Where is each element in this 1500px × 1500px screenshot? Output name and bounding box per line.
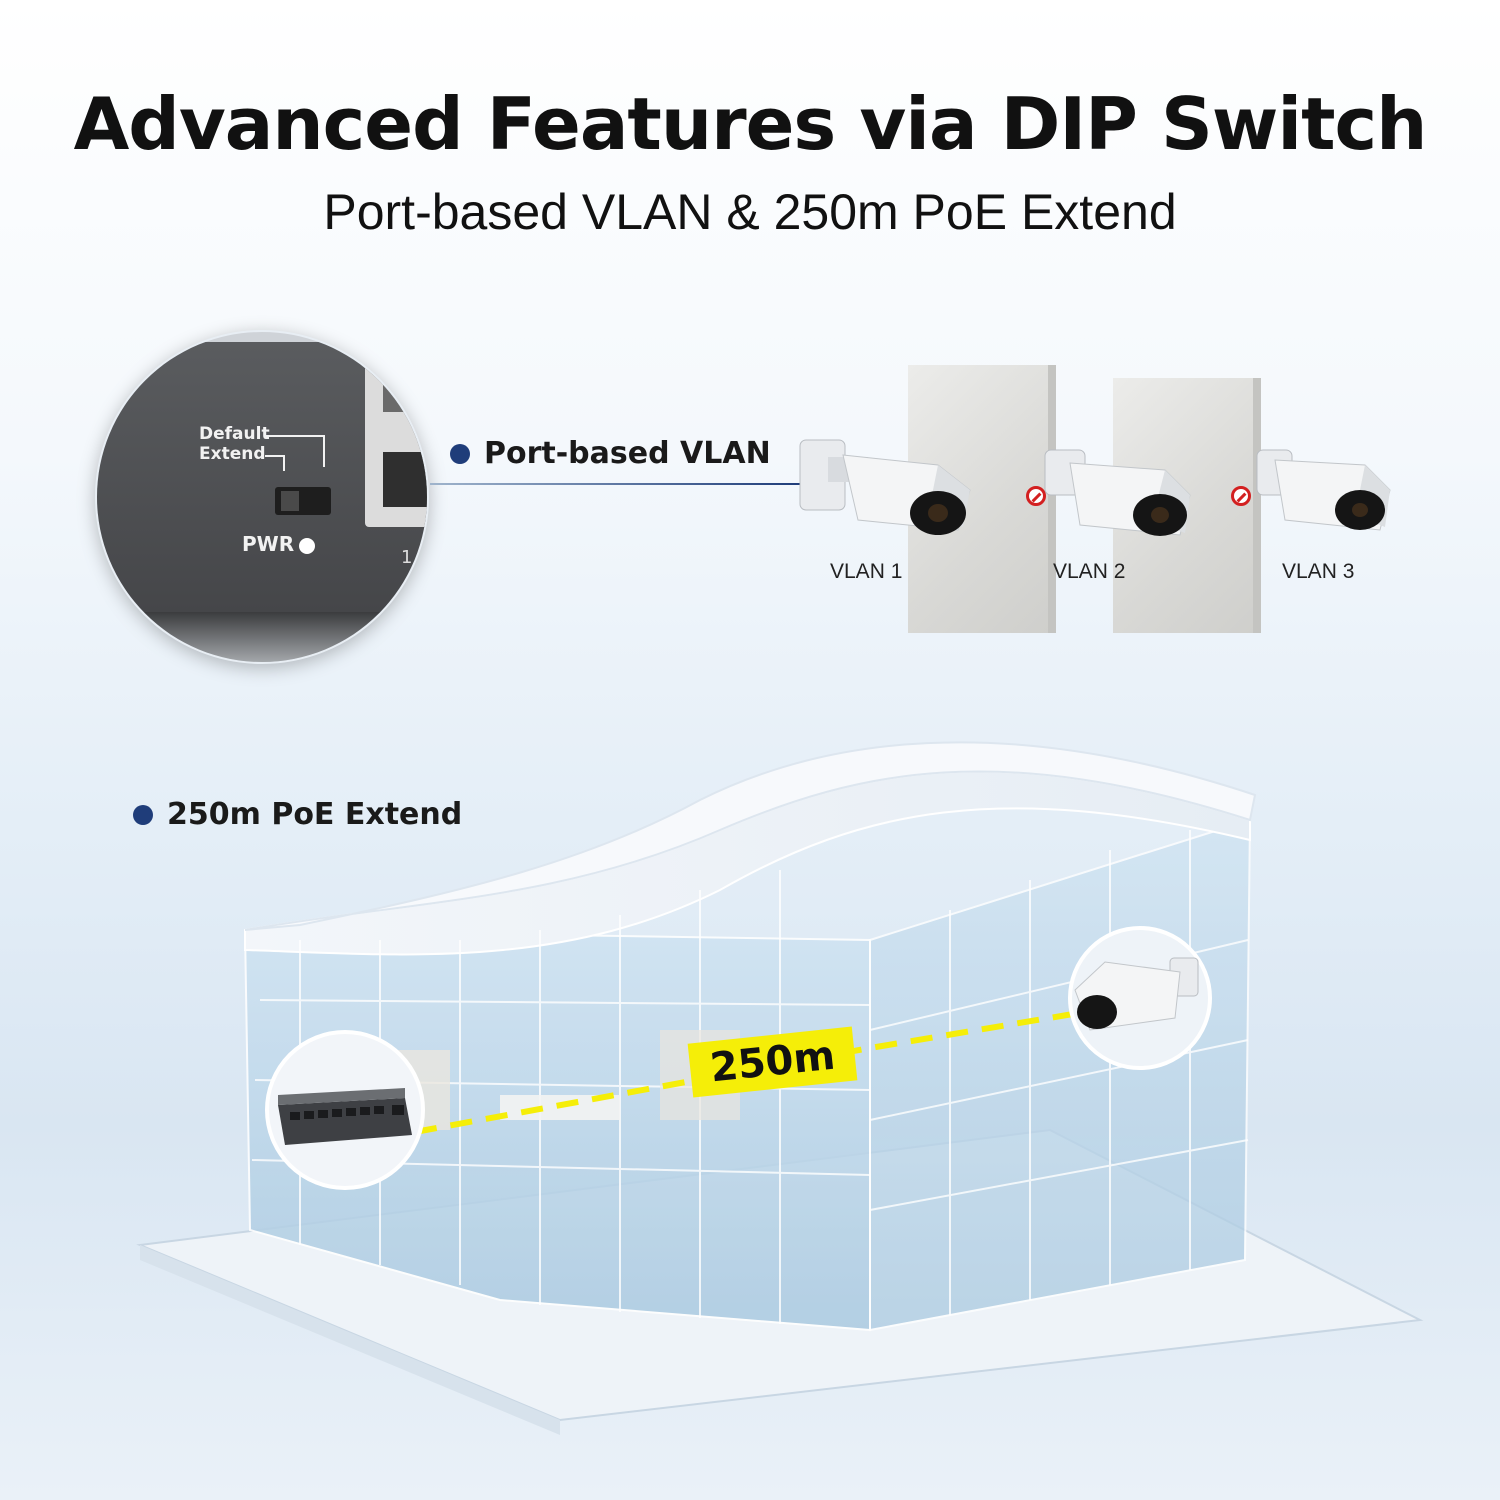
dip-switch-bracket-lines-inner [265,455,285,471]
vlan-camera-3 [1255,445,1405,545]
dip-switch-toggle[interactable] [275,487,331,515]
vlan-camera-2 [1040,445,1210,555]
power-label: PWR [242,532,295,556]
vlan-bullet: Port-based VLAN [450,436,771,471]
page-title: Advanced Features via DIP Switch [73,82,1428,166]
blocked-icon [1026,486,1046,506]
dip-switch-closeup: Default Extend PWR 1 [95,330,429,664]
vlan-bullet-label: Port-based VLAN [484,436,771,471]
camera-icon [1256,449,1391,531]
power-led-icon [299,538,315,554]
ethernet-port [365,362,427,527]
camera-icon [1044,449,1191,536]
building-illustration [136,741,1424,1435]
blocked-icon [1231,486,1251,506]
dip-switch-label-extend: Extend [199,444,266,464]
port-number: 1 [401,547,413,568]
vlan-camera-1 [798,435,978,555]
connector-line [430,483,800,485]
poe-bullet-label: 250m PoE Extend [167,797,463,832]
dip-switch-bracket-lines [265,435,325,467]
vlan-label-3: VLAN 3 [1282,560,1355,583]
switch-lower-edge [97,612,427,662]
vlan-label-2: VLAN 2 [1053,560,1126,583]
page-subtitle: Port-based VLAN & 250m PoE Extend [323,184,1177,240]
bullet-dot-icon [450,443,470,464]
camera-icon [799,439,971,535]
poe-bullet: 250m PoE Extend [133,797,462,832]
bullet-dot-icon [133,804,153,825]
dip-switch-label-default: Default [199,424,270,444]
vlan-label-1: VLAN 1 [830,560,903,583]
